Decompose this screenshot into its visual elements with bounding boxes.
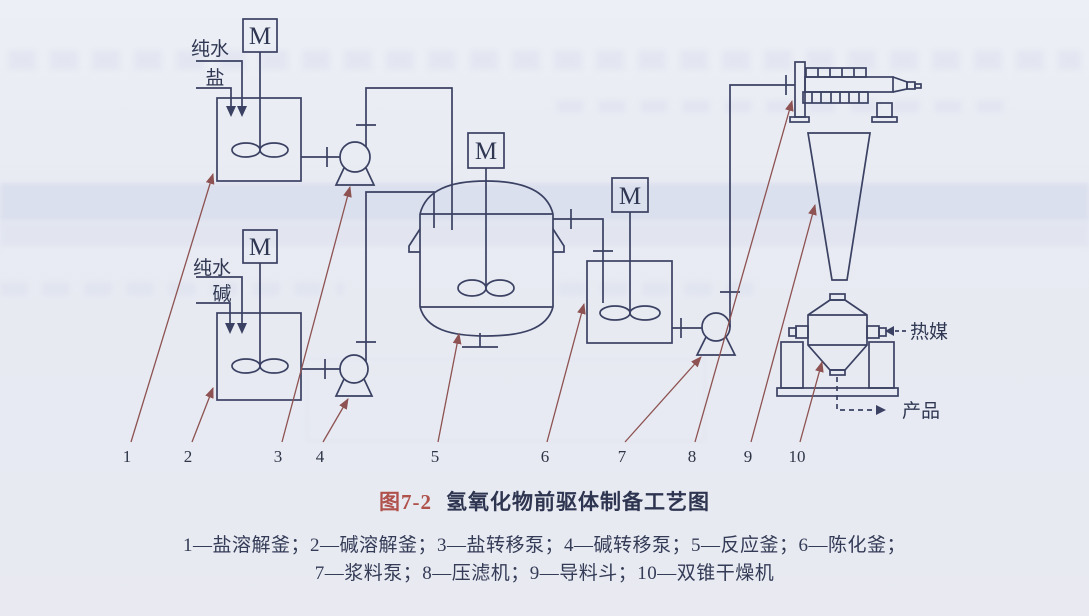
callout-6: 6 <box>541 447 550 466</box>
slurry-pipe-to-filter <box>729 84 795 327</box>
leader-9 <box>750 203 817 443</box>
heat-medium-label: 热媒 <box>910 321 948 343</box>
trunnion-left <box>795 325 809 339</box>
figure-caption: 图7-2 氢氧化物前驱体制备工艺图 <box>0 486 1089 516</box>
trunnion-lug-left <box>408 228 421 253</box>
discharge-tip <box>914 83 922 89</box>
salt-feed-line <box>196 87 232 106</box>
arrow-down-icon <box>226 106 236 117</box>
salt-dissolution-tank <box>216 18 302 182</box>
salt-transfer-pump <box>334 141 376 186</box>
leader-1 <box>130 172 215 443</box>
filter-press <box>789 61 922 123</box>
bottom-dome <box>419 306 554 337</box>
pump-casing <box>701 312 731 342</box>
figure-number: 图7-2 <box>379 490 432 514</box>
motor-label: M <box>619 183 641 210</box>
flow-arrowheads <box>225 106 894 415</box>
trunnion-right-journal <box>878 327 887 337</box>
leader-3 <box>281 185 352 443</box>
arrow-right-icon <box>876 405 886 415</box>
alkali-dissolution-tank <box>216 229 302 401</box>
product-line <box>836 377 877 411</box>
leader-5 <box>437 332 462 443</box>
agitator <box>231 358 289 374</box>
discharge-nozzle <box>906 81 916 90</box>
pure-water-label: 纯水 <box>193 257 231 279</box>
pedestal-right <box>868 341 895 389</box>
leader-2 <box>191 386 214 443</box>
vessel-body <box>216 97 302 182</box>
bottom-drain <box>462 333 498 348</box>
pump-base <box>695 336 737 356</box>
pedestal-left <box>780 341 804 389</box>
leader-4 <box>322 398 349 443</box>
legend-line-1: 1—盐溶解釜；2—碱溶解釜；3—盐转移泵；4—碱转移泵；5—反应釜；6—陈化釜； <box>182 535 906 556</box>
motor-label: M <box>249 23 271 50</box>
salt-label: 盐 <box>205 67 224 89</box>
hopper-cone <box>806 132 871 281</box>
callout-5: 5 <box>431 447 440 466</box>
foot <box>871 116 898 123</box>
pump-casing <box>339 354 369 384</box>
motor-label: M <box>249 234 271 261</box>
trunnion-lug-right <box>552 228 565 253</box>
pure-water-feed-line-1 <box>196 60 243 106</box>
callout-3: 3 <box>274 447 283 466</box>
guide-hopper <box>806 132 871 281</box>
alkali-pipe-to-reactor <box>365 191 435 362</box>
leader-10 <box>799 360 824 443</box>
callout-4: 4 <box>316 447 325 466</box>
arrow-down-icon <box>237 106 247 117</box>
trunnion-left-journal <box>788 327 797 337</box>
legend-line-2: 7—浆料泵；8—压滤机；9—导料斗；10—双锥干燥机 <box>314 563 775 584</box>
callout-9: 9 <box>744 447 753 466</box>
alkali-label: 碱 <box>212 283 231 305</box>
agitator <box>599 305 661 321</box>
arrow-down-icon <box>237 323 247 334</box>
agitator <box>231 142 289 158</box>
dashed-flows <box>836 330 906 411</box>
inlet-flange <box>829 293 846 301</box>
piping <box>301 75 795 379</box>
callout-1: 1 <box>123 447 132 466</box>
aging-tank <box>586 177 673 344</box>
figure-title: 氢氧化物前驱体制备工艺图 <box>446 490 710 514</box>
leader-6 <box>546 302 586 443</box>
vessel-body <box>216 312 302 401</box>
leader-8 <box>694 99 794 443</box>
arrow-down-icon <box>225 323 235 334</box>
center-beam <box>804 76 894 93</box>
product-label: 产品 <box>902 400 940 422</box>
arrow-left-icon <box>885 326 894 336</box>
callout-8: 8 <box>688 447 697 466</box>
reactor-vessel <box>408 132 565 348</box>
support-leg <box>876 102 893 118</box>
callout-2: 2 <box>184 447 193 466</box>
filter-plates-bottom <box>802 91 869 104</box>
pump-base <box>334 378 374 397</box>
callout-7: 7 <box>618 447 627 466</box>
dryer-body <box>807 299 868 371</box>
pump-base <box>334 167 376 186</box>
filter-plates-top <box>805 67 867 78</box>
end-plate <box>794 61 806 118</box>
pure-water-feed-line-2 <box>196 276 243 323</box>
salt-pipe-to-reactor <box>365 87 453 230</box>
callout-numbers: 1 2 3 4 5 6 7 8 9 10 <box>123 447 806 466</box>
motor-label: M <box>475 138 497 165</box>
foot <box>789 116 810 123</box>
pure-water-label: 纯水 <box>191 38 229 60</box>
callout-leaders <box>130 99 824 443</box>
leader-7 <box>624 356 702 443</box>
taper-head <box>892 76 908 93</box>
outlet-flange <box>829 369 846 376</box>
agitator <box>457 279 515 297</box>
callout-10: 10 <box>789 447 806 466</box>
feed-lines <box>196 60 243 323</box>
reactor-outlet-pipe <box>553 218 604 303</box>
trunnion-right <box>866 325 880 339</box>
alkali-feed-line <box>196 302 231 323</box>
